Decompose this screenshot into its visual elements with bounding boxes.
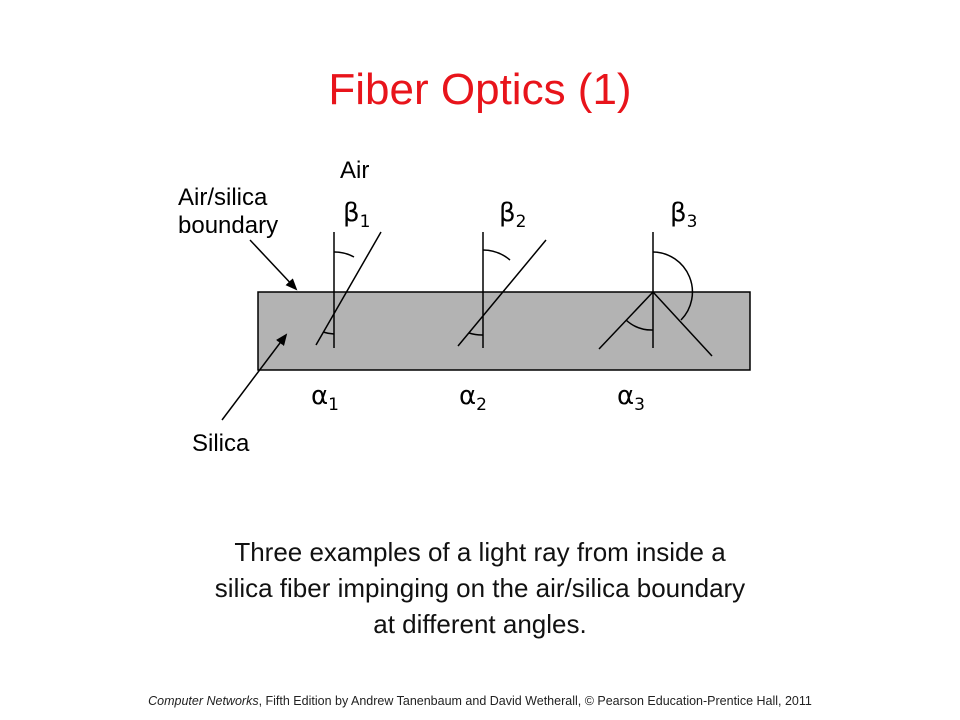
caption-line-3: at different angles. [373, 609, 587, 639]
boundary-arrow [249, 239, 298, 291]
footer-book-title: Computer Networks [148, 694, 259, 708]
fiber-refraction-diagram: Air Air/silica boundary Silica β1 β2 β3 … [178, 157, 751, 457]
caption-line-1: Three examples of a light ray from insid… [234, 537, 726, 567]
footer-credits: , Fifth Edition by Andrew Tanenbaum and … [258, 694, 812, 708]
boundary-label-line1: Air/silica [178, 184, 268, 211]
ray-example-2 [457, 232, 547, 348]
alpha-label-2: α2 [459, 381, 487, 415]
silica-fiber-block [257, 291, 751, 371]
ray-example-1 [315, 231, 382, 348]
alpha-angle-arc-2 [468, 332, 484, 336]
light-ray-1 [315, 231, 382, 346]
light-ray-2 [457, 239, 547, 347]
alpha-label-1: α1 [311, 381, 339, 415]
silica-label: Silica [192, 430, 250, 457]
reflected-ray-3 [652, 291, 713, 357]
beta-label-2: β2 [499, 198, 526, 232]
beta-angle-arc-3 [652, 251, 694, 321]
alpha-angle-arc-3 [625, 319, 654, 331]
caption-line-2: silica fiber impinging on the air/silica… [214, 573, 746, 603]
copyright-footer: Computer Networks, Fifth Edition by Andr… [0, 694, 960, 708]
beta-angle-arc-1 [333, 251, 355, 258]
beta-label-1: β1 [343, 198, 370, 232]
beta-label-3: β3 [670, 198, 697, 232]
alpha-angle-arc-1 [322, 331, 335, 335]
figure-caption: Three examples of a light ray from insid… [150, 534, 810, 642]
boundary-label-line2: boundary [178, 212, 278, 239]
beta-angle-arc-2 [482, 249, 511, 261]
silica-arrow [221, 333, 288, 421]
alpha-label-3: α3 [617, 381, 645, 415]
slide-title: Fiber Optics (1) [328, 65, 632, 114]
air-label: Air [340, 157, 369, 184]
ray-example-3 [598, 232, 713, 357]
